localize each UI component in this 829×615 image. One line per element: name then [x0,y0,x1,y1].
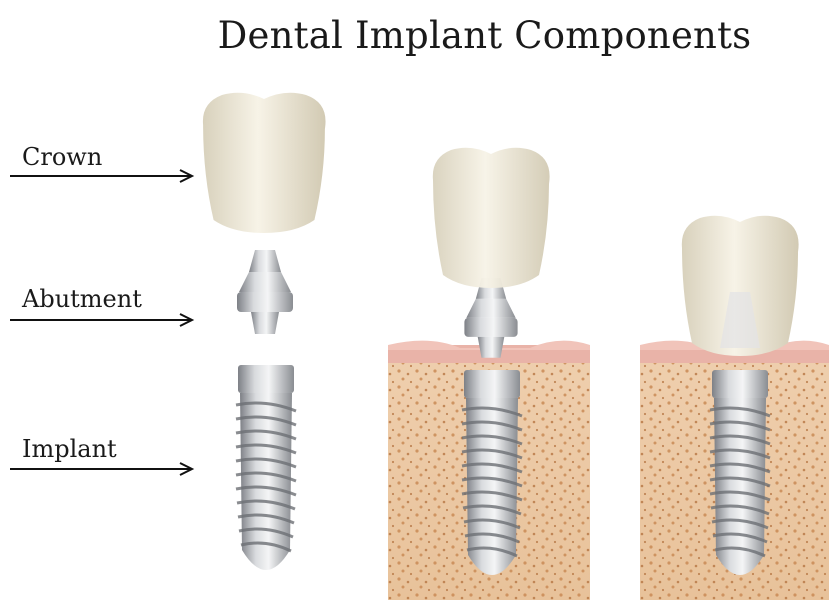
full-assembly [640,216,829,600]
implant-screw-shape [236,365,296,570]
crown-shape [203,93,326,233]
exploded-view [203,93,326,570]
abutment-shape [237,250,293,334]
partial-assembly [388,148,590,600]
